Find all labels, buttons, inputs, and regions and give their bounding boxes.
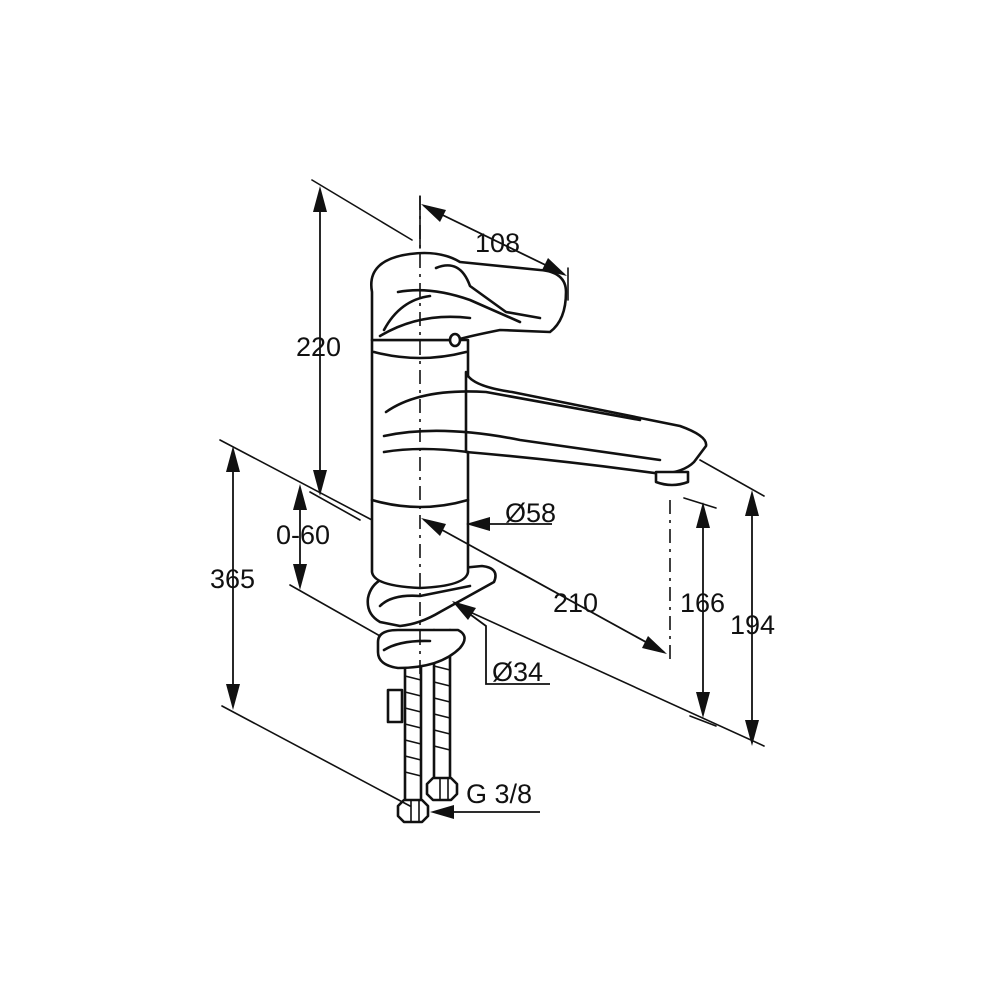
- flexible-hoses: [386, 628, 459, 824]
- faucet: [366, 196, 708, 824]
- indicator-dot: [448, 332, 462, 348]
- hose-nut-left: [396, 798, 430, 824]
- label-total-height: 220: [296, 332, 342, 362]
- label-hole-diameter: Ø34: [492, 657, 544, 687]
- aerator: [654, 470, 690, 487]
- label-overall-spout-height: 194: [730, 610, 776, 640]
- lever-handle: [369, 251, 568, 348]
- dimension-lines: [219, 179, 765, 819]
- label-connection-thread: G 3/8: [466, 779, 533, 809]
- hose-nut-right: [425, 776, 459, 802]
- label-spout-reach: 210: [553, 588, 599, 618]
- label-mount-height-range: 0-60: [276, 520, 331, 550]
- mounting-clamp: [376, 628, 466, 670]
- label-hose-length: 365: [210, 564, 256, 594]
- label-handle-length: 108: [475, 228, 521, 258]
- label-body-diameter: Ø58: [505, 498, 557, 528]
- label-spout-height: 166: [680, 588, 726, 618]
- spout: [382, 370, 708, 487]
